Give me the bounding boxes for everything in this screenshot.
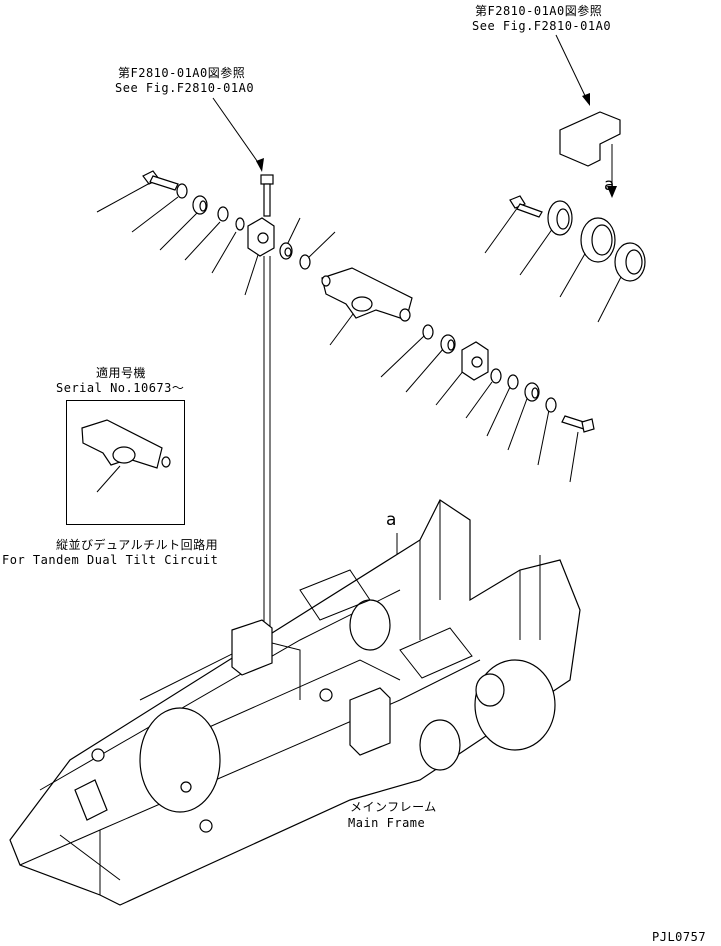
serial-jp: 適用号機: [96, 366, 147, 380]
main-frame-jp: メインフレーム: [350, 800, 437, 814]
inset-box: [66, 400, 185, 525]
ring-mid-1: [507, 374, 519, 390]
washer-left-1: [176, 183, 188, 199]
tandem-en: For Tandem Dual Tilt Circuit: [2, 553, 219, 567]
figure-code: PJL0757: [652, 930, 707, 944]
bearing: [580, 217, 616, 263]
ref-top-left-en: See Fig.F2810-01A0: [115, 81, 255, 95]
bearing-plate: [547, 200, 573, 236]
bolt-left: [142, 170, 179, 191]
ref-top-right-en: See Fig.F2810-01A0: [472, 19, 612, 33]
bushing-left-2: [279, 242, 293, 260]
main-frame: [9, 499, 581, 906]
link-arm: [321, 267, 413, 322]
bolt-right: [561, 415, 595, 433]
ref-top-right-jp: 第F2810-01A0図参照: [475, 4, 603, 18]
ref-top-left-jp: 第F2810-01A0図参照: [118, 66, 246, 80]
bushing-left-1: [192, 195, 208, 215]
spacer-mid-1: [490, 368, 502, 384]
tandem-jp: 縦並びデュアルチルト回路用: [56, 538, 219, 552]
leader-lines-left: [96, 182, 579, 483]
bushing-mid-1: [440, 334, 456, 354]
vertical-bolt-left: [260, 174, 274, 217]
cap-block: [559, 111, 621, 167]
washer-mid-2: [545, 397, 557, 413]
bolt-right-group: [509, 195, 543, 218]
ring-left-1: [235, 217, 245, 231]
marker-a-top: a: [604, 175, 615, 195]
inset-link-arm: [81, 419, 171, 493]
washer-mid-1: [422, 324, 434, 340]
reference-arrows: [212, 34, 617, 586]
marker-a-frame: a: [386, 510, 397, 530]
bracket-right: [461, 341, 489, 381]
bushing-mid-2: [524, 382, 540, 402]
main-frame-en: Main Frame: [348, 816, 426, 830]
serial-en: Serial No.10673～: [56, 381, 185, 395]
bracket-left: [247, 217, 275, 257]
washer-left-2: [299, 254, 311, 270]
spacer-left-1: [217, 206, 229, 222]
bearing-race: [614, 242, 646, 282]
